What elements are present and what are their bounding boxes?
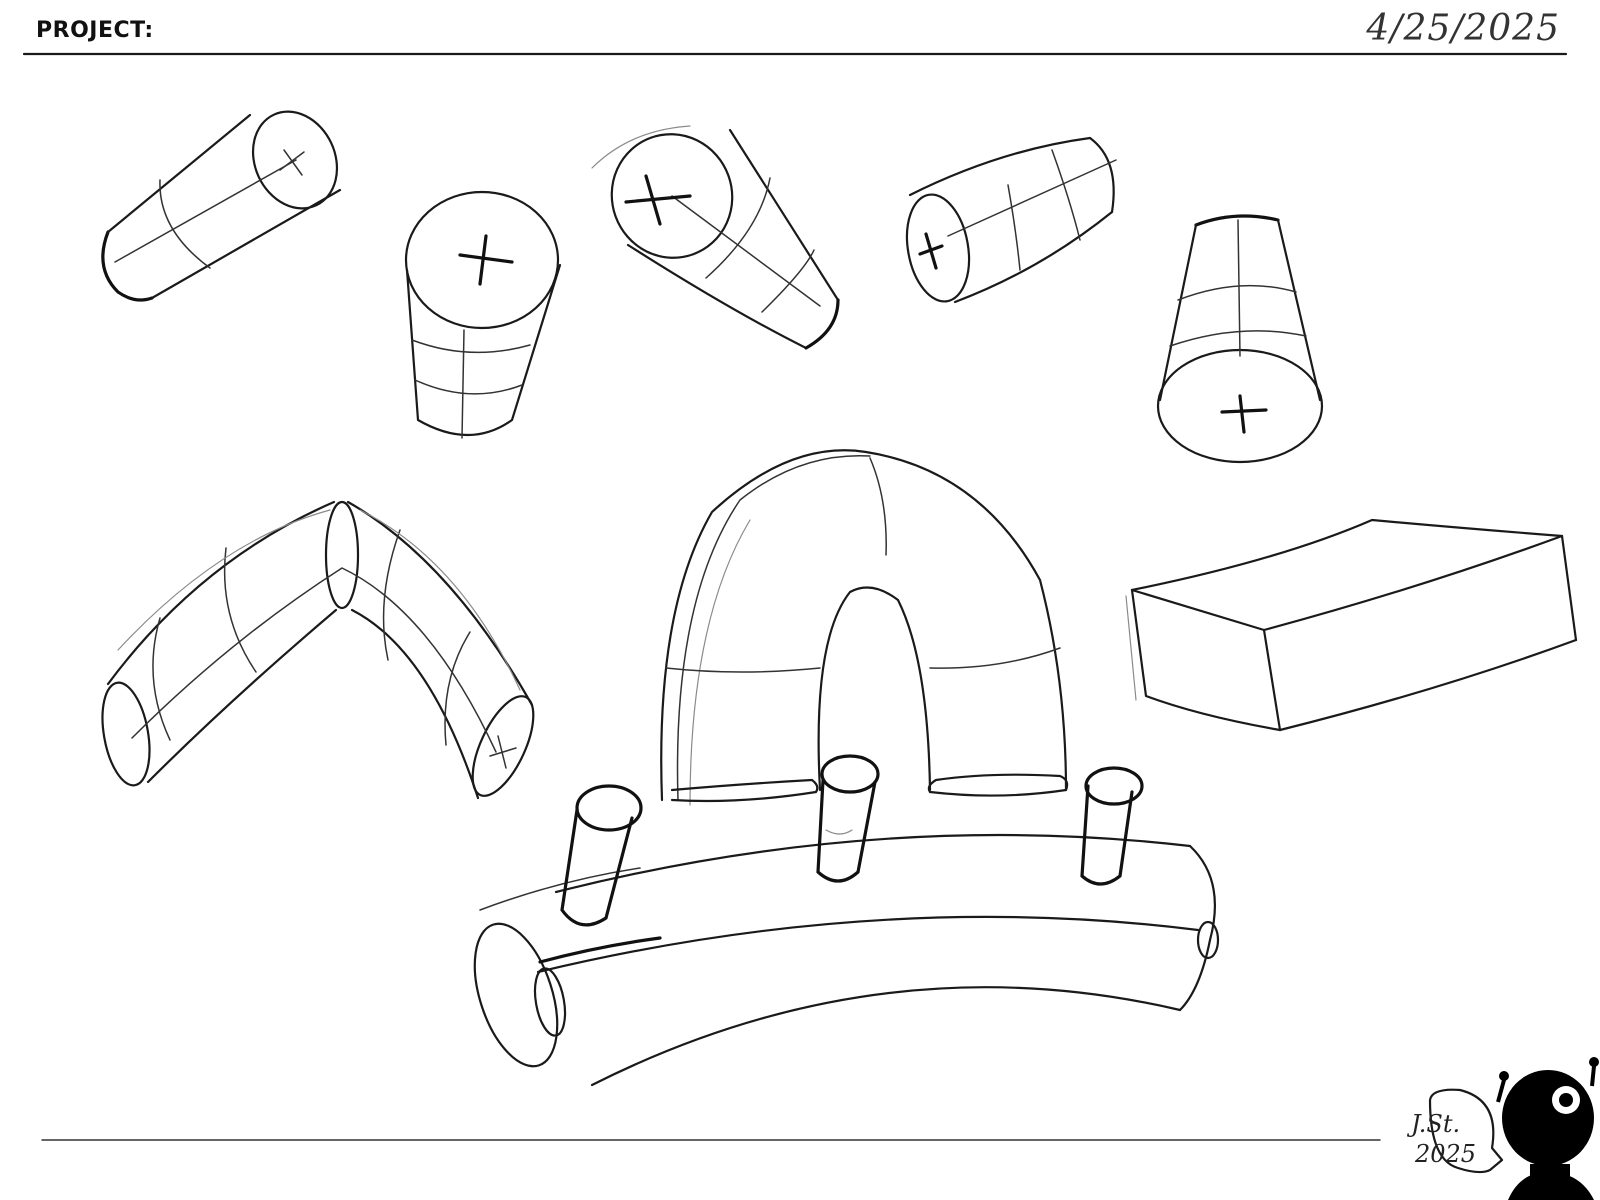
robot-mascot-icon [1496, 1057, 1599, 1200]
box-sketch [1125, 518, 1578, 732]
cylinder-sketch-1 [101, 110, 342, 302]
signature-bubble: J.St. 2025 [1406, 1088, 1504, 1174]
signature-initials: J.St. [1406, 1110, 1460, 1138]
cylinder-sketch-2 [404, 190, 562, 439]
cylinder-sketch-4 [905, 136, 1117, 304]
cylinder-sketch-5 [1156, 214, 1324, 464]
project-label: PROJECT: [36, 18, 154, 43]
arch-sketch [660, 449, 1069, 806]
signature-year: 2025 [1414, 1140, 1476, 1168]
date-label: 4/25/2025 [1366, 8, 1560, 49]
bent-tube-sketch [101, 500, 535, 800]
curved-log-sketch [473, 754, 1220, 1087]
cylinder-sketch-3 [591, 125, 840, 350]
